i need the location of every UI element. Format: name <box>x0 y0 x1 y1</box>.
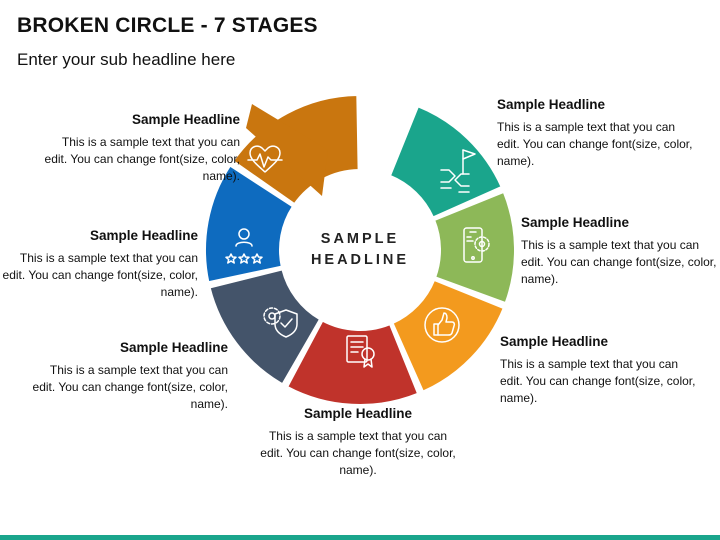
page-title: BROKEN CIRCLE - 7 STAGES <box>17 14 318 37</box>
mobile-settings-icon <box>463 227 490 263</box>
stage-3-headline: Sample Headline <box>119 340 228 355</box>
thumbs-up-icon <box>424 307 460 343</box>
stage-7-text: Sample Headline This is a sample text th… <box>497 97 697 170</box>
stage-5-body: This is a sample text that you can edit.… <box>500 357 696 405</box>
stage-1-headline: Sample Headline <box>131 112 240 127</box>
stage-5-text: Sample Headline This is a sample text th… <box>500 334 700 407</box>
stage-2-headline: Sample Headline <box>89 228 198 243</box>
stage-7-body: This is a sample text that you can edit.… <box>497 120 693 168</box>
stage-4-headline: Sample Headline <box>303 406 413 421</box>
stage-4-body: This is a sample text that you can edit.… <box>260 429 456 477</box>
segments-group <box>204 94 516 406</box>
stage-1-arrowhead <box>246 104 328 196</box>
rating-person-icon <box>225 228 263 264</box>
stage-1-text: Sample Headline This is a sample text th… <box>40 112 240 185</box>
center-headline-line1: SAMPLE <box>321 231 399 247</box>
flag-handshake-icon <box>440 149 476 193</box>
stage-2-body: This is a sample text that you can edit.… <box>2 251 198 299</box>
stage-5-segment <box>391 278 506 393</box>
stage-2-segment <box>204 164 295 284</box>
stage-2-text: Sample Headline This is a sample text th… <box>0 228 198 301</box>
stage-3-text: Sample Headline This is a sample text th… <box>28 340 228 413</box>
stage-3-segment <box>208 268 322 386</box>
stage-5-headline: Sample Headline <box>500 334 609 349</box>
certificate-icon <box>346 335 375 368</box>
heartbeat-icon <box>247 145 283 173</box>
stage-1-body: This is a sample text that you can edit.… <box>44 135 240 183</box>
stage-6-body: This is a sample text that you can edit.… <box>521 238 717 286</box>
stage-4-text: Sample Headline This is a sample text th… <box>258 406 458 479</box>
stage-4-segment <box>285 319 420 406</box>
stage-7-headline: Sample Headline <box>497 97 606 112</box>
center-headline-line2: HEADLINE <box>311 252 409 268</box>
stage-6-text: Sample Headline This is a sample text th… <box>521 215 720 288</box>
page-subtitle: Enter your sub headline here <box>17 50 236 69</box>
stage-7-segment <box>388 104 503 219</box>
stage-3-body: This is a sample text that you can edit.… <box>32 363 228 411</box>
stage-6-segment <box>432 190 516 305</box>
stage-6-headline: Sample Headline <box>521 215 630 230</box>
bottom-accent-bar <box>0 535 720 540</box>
gear-shield-icon <box>263 307 298 338</box>
icons-group <box>225 145 490 368</box>
